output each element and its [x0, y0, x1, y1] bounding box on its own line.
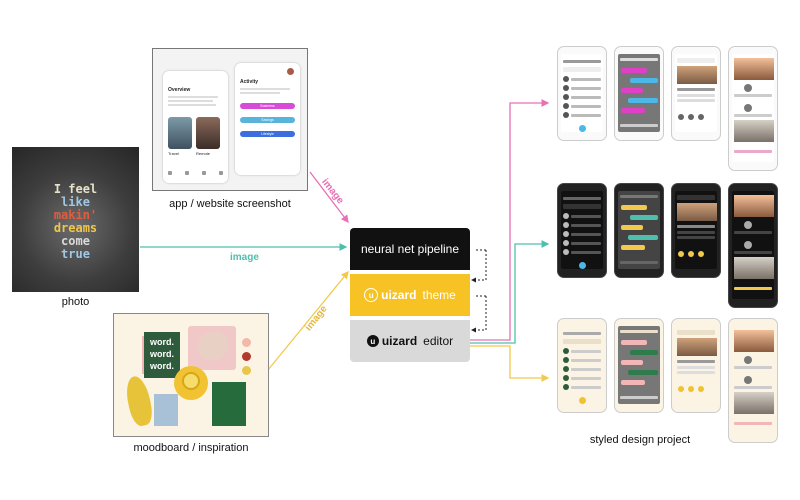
screenshot-card-remote-image: [196, 117, 220, 149]
output-phone-r1-feed: [728, 46, 778, 171]
screenshot-frame: Overview Travel Remote Activity Business…: [152, 48, 308, 191]
arrow-editor-to-output-row1: [470, 99, 550, 341]
moodboard-green-block: [212, 382, 246, 426]
arrow-moodboard-to-pipeline: [267, 270, 349, 371]
arrow-editor-to-output-row2: [470, 240, 550, 344]
neural-net-pipeline-label: neural net pipeline: [360, 242, 460, 256]
arrow-editor-to-output-row3: [470, 345, 550, 382]
uizard-theme-label: theme: [422, 288, 456, 302]
screenshot-avatar: [287, 68, 294, 75]
uizard-editor-label: editor: [423, 334, 454, 348]
output-phone-r1-list: [557, 46, 607, 141]
uizard-logo-icon: u: [366, 335, 379, 347]
moodboard-frame: word. word. word.: [113, 313, 269, 437]
arrow-label-photo: image: [230, 252, 259, 263]
photo-card: I feel like makin' dreams come true: [12, 147, 139, 292]
output-phone-r1-chat: [614, 46, 664, 141]
uizard-editor-brand: uizard: [381, 334, 418, 348]
moodboard-lemon: [182, 372, 200, 390]
uizard-theme-box: u uizard theme: [350, 274, 470, 316]
arrow-screenshot-to-pipeline: [309, 171, 349, 224]
dotted-loop-neural-theme: [471, 250, 487, 283]
moodboard-hand-shape: [198, 332, 228, 360]
screenshot-business-button[interactable]: Business: [240, 103, 295, 109]
screenshot-savings-button[interactable]: Savings: [240, 117, 295, 123]
output-phone-r1-detail: [671, 46, 721, 141]
screenshot-left-title: Overview: [168, 87, 191, 93]
moodboard-label: moodboard / inspiration: [133, 442, 249, 454]
output-phone-r2-feed: [728, 183, 778, 308]
screenshot-phone-right: Activity Business Savings Lifestyle: [235, 63, 300, 175]
output-phone-r3-detail: [671, 318, 721, 413]
dotted-loop-theme-editor: [471, 296, 487, 333]
moodboard-word-card: word. word. word.: [144, 332, 180, 378]
screenshot-lifestyle-button[interactable]: Lifestyle: [240, 131, 295, 137]
uizard-theme-brand: uizard: [381, 288, 417, 302]
output-phone-r2-detail: [671, 183, 721, 278]
output-phone-r3-chat: [614, 318, 664, 413]
photo-lettering: I feel like makin' dreams come true: [53, 182, 98, 261]
uizard-editor-box: u uizard editor: [350, 320, 470, 362]
photo-label: photo: [61, 296, 90, 308]
screenshot-right-title: Activity: [240, 79, 259, 85]
output-phone-r3-feed: [728, 318, 778, 443]
screenshot-phone-left: Overview Travel Remote: [163, 71, 228, 183]
screenshot-card-remote: Remote: [196, 151, 211, 156]
screenshot-card-travel: Travel: [168, 151, 179, 156]
output-phone-r2-list: [557, 183, 607, 278]
uizard-logo-icon: u: [364, 288, 379, 302]
output-phone-r3-list: [557, 318, 607, 413]
screenshot-card-travel-image: [168, 117, 192, 149]
neural-net-pipeline-box: neural net pipeline: [350, 228, 470, 270]
moodboard-leaf: [123, 374, 155, 428]
output-phone-r2-chat: [614, 183, 664, 278]
output-label: styled design project: [589, 434, 691, 446]
screenshot-label: app / website screenshot: [169, 198, 291, 210]
